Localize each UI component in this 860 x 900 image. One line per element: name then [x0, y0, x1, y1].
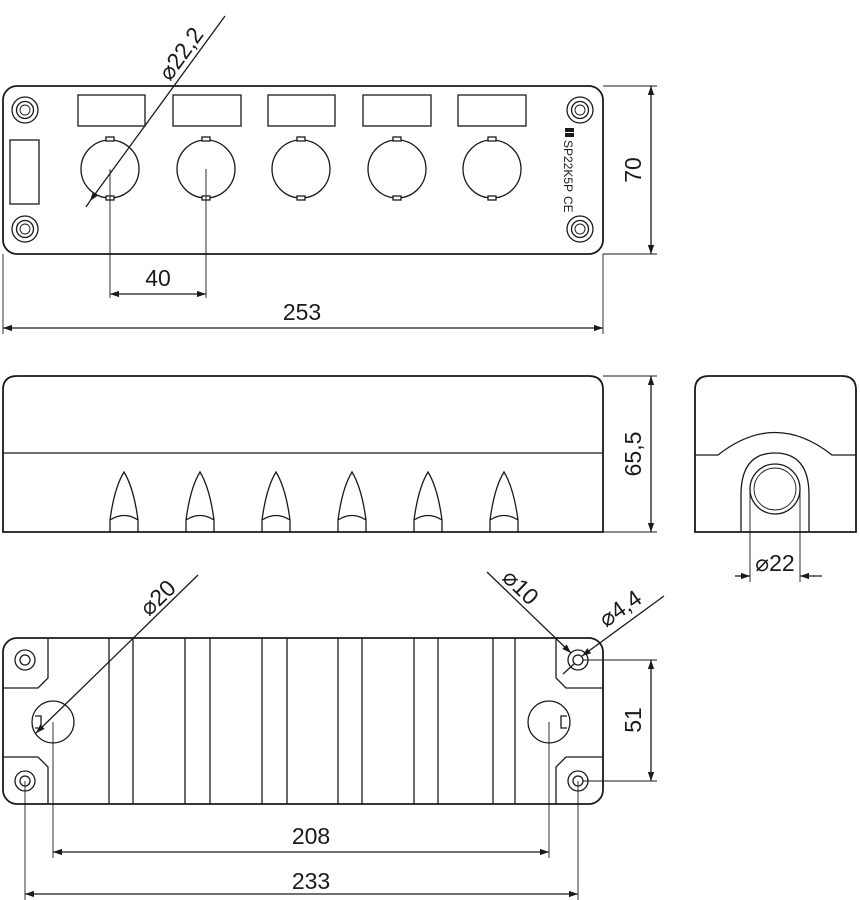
- top-view-outline: [2, 85, 604, 255]
- knockout-fin-1: [109, 470, 139, 532]
- knockout-fin-5: [413, 470, 443, 532]
- side-view-seam: [695, 431, 856, 456]
- dim-button-diameter-label: ⌀22,2: [153, 22, 208, 85]
- side-view-outline: [694, 375, 857, 533]
- button-hole-5: [462, 136, 522, 201]
- dim-width-label: 70: [620, 157, 646, 183]
- knockout-fin-6: [489, 470, 519, 532]
- label-window-2: [172, 94, 242, 127]
- dim-button-pitch-label: 40: [145, 265, 171, 291]
- dim-hole-spacing-label: 51: [620, 707, 646, 733]
- dim-screw-hole-leader: [581, 595, 665, 657]
- dim-button-diameter-leader: [89, 15, 226, 202]
- corner-screw-bottom-left: [11, 215, 39, 243]
- knockout-fin-3: [261, 470, 291, 532]
- side-cable-hole: [749, 463, 801, 515]
- model-code-text: SP22K5P: [561, 140, 575, 192]
- side-view: ⌀22: [694, 375, 857, 582]
- dim-knockout-label: ⌀20: [134, 574, 180, 620]
- button-hole-4: [367, 136, 427, 201]
- corner-screw-top-left: [11, 96, 39, 124]
- button-hole-3: [271, 136, 331, 201]
- mount-hole-top-left: [14, 649, 36, 671]
- corner-screw-top-right: [566, 96, 594, 124]
- top-view: SP22K5P CE ⌀22,2 40 70: [2, 15, 657, 298]
- bottom-view: ⌀20 ⌀10 ⌀4,4 51: [2, 564, 665, 805]
- dim-knockout-spacing-label: 208: [292, 823, 330, 849]
- dim-overall-length-label: 253: [283, 299, 321, 325]
- product-marking: SP22K5P CE: [561, 128, 575, 213]
- dim-overall-length: 253: [2, 254, 604, 334]
- dim-boss-leader: [486, 571, 572, 654]
- dim-side-hole-label: ⌀22: [755, 550, 794, 576]
- front-view: 65,5: [2, 375, 657, 533]
- dim-mounting-spacing: 233: [24, 781, 579, 900]
- dim-boss-label: ⌀10: [498, 564, 544, 610]
- dim-height-label: 65,5: [620, 432, 646, 477]
- dim-knockout-leader: [35, 574, 199, 734]
- front-view-outline: [2, 375, 604, 533]
- ce-mark-text: CE: [561, 196, 575, 213]
- knockout-fin-2: [185, 470, 215, 532]
- dim-screw-hole-label: ⌀4,4: [594, 584, 647, 632]
- knockout-fin-4: [337, 470, 367, 532]
- label-window-1: [77, 94, 146, 127]
- corner-screw-bottom-right: [566, 215, 594, 243]
- side-label-slot: [9, 139, 40, 205]
- dim-knockout-spacing: 208: [52, 722, 550, 858]
- label-window-3: [267, 94, 336, 127]
- label-window-4: [362, 94, 432, 127]
- bottom-view-outline: [2, 637, 604, 805]
- label-window-5: [457, 94, 527, 127]
- dim-mounting-spacing-label: 233: [292, 868, 330, 894]
- side-gland-housing: [740, 452, 810, 532]
